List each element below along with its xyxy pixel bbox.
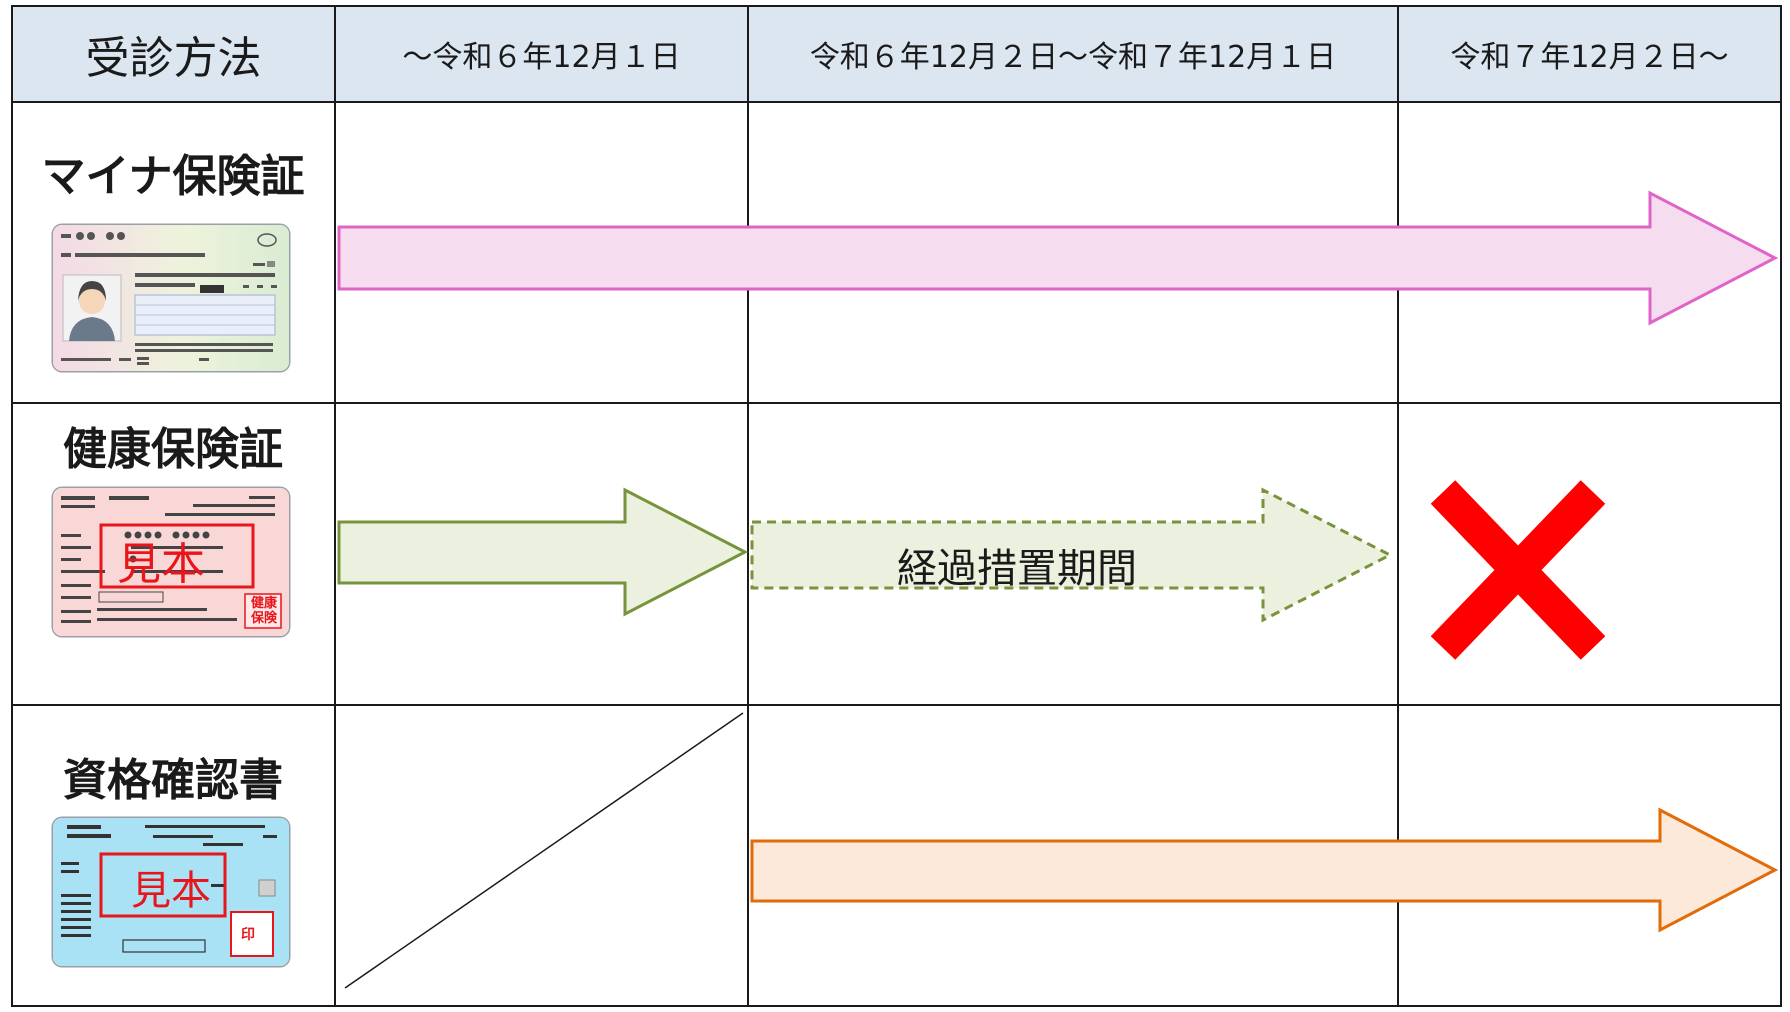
header-background [12, 6, 1781, 102]
my-number-card-icon [53, 225, 289, 371]
health-insurance-card-icon: 見本 健康保険 [53, 488, 289, 636]
row-label-eligibility: 資格確認書 [63, 755, 283, 806]
seal-mark: 印 [241, 927, 255, 943]
eligibility-arrow [750, 807, 1779, 933]
transition-period-arrow [750, 487, 1394, 623]
kenpo-corner-mark: 健康保険 [250, 596, 277, 626]
eligibility-certificate-icon: 見本 印 [53, 818, 289, 966]
header-period-2: 令和６年12月２日～令和７年12月１日 [809, 40, 1337, 75]
sample-stamp-text: 見本 [131, 868, 211, 914]
header-method: 受診方法 [85, 33, 262, 84]
header-period-3: 令和７年12月２日～ [1450, 40, 1729, 75]
insurance-valid-arrow [337, 487, 749, 617]
my-number-arrow [337, 190, 1779, 326]
header-period-1: ～令和６年12月１日 [402, 40, 681, 75]
grid-lines [11, 5, 1782, 1007]
transition-period-label: 経過措置期間 [897, 546, 1137, 592]
row-label-my-number: マイナ保険証 [41, 151, 305, 202]
cross-icon [1430, 480, 1606, 660]
row-label-health-insurance: 健康保険証 [63, 424, 283, 475]
not-applicable-diagonal [344, 712, 744, 989]
sample-stamp-text: 見本 [117, 539, 205, 590]
